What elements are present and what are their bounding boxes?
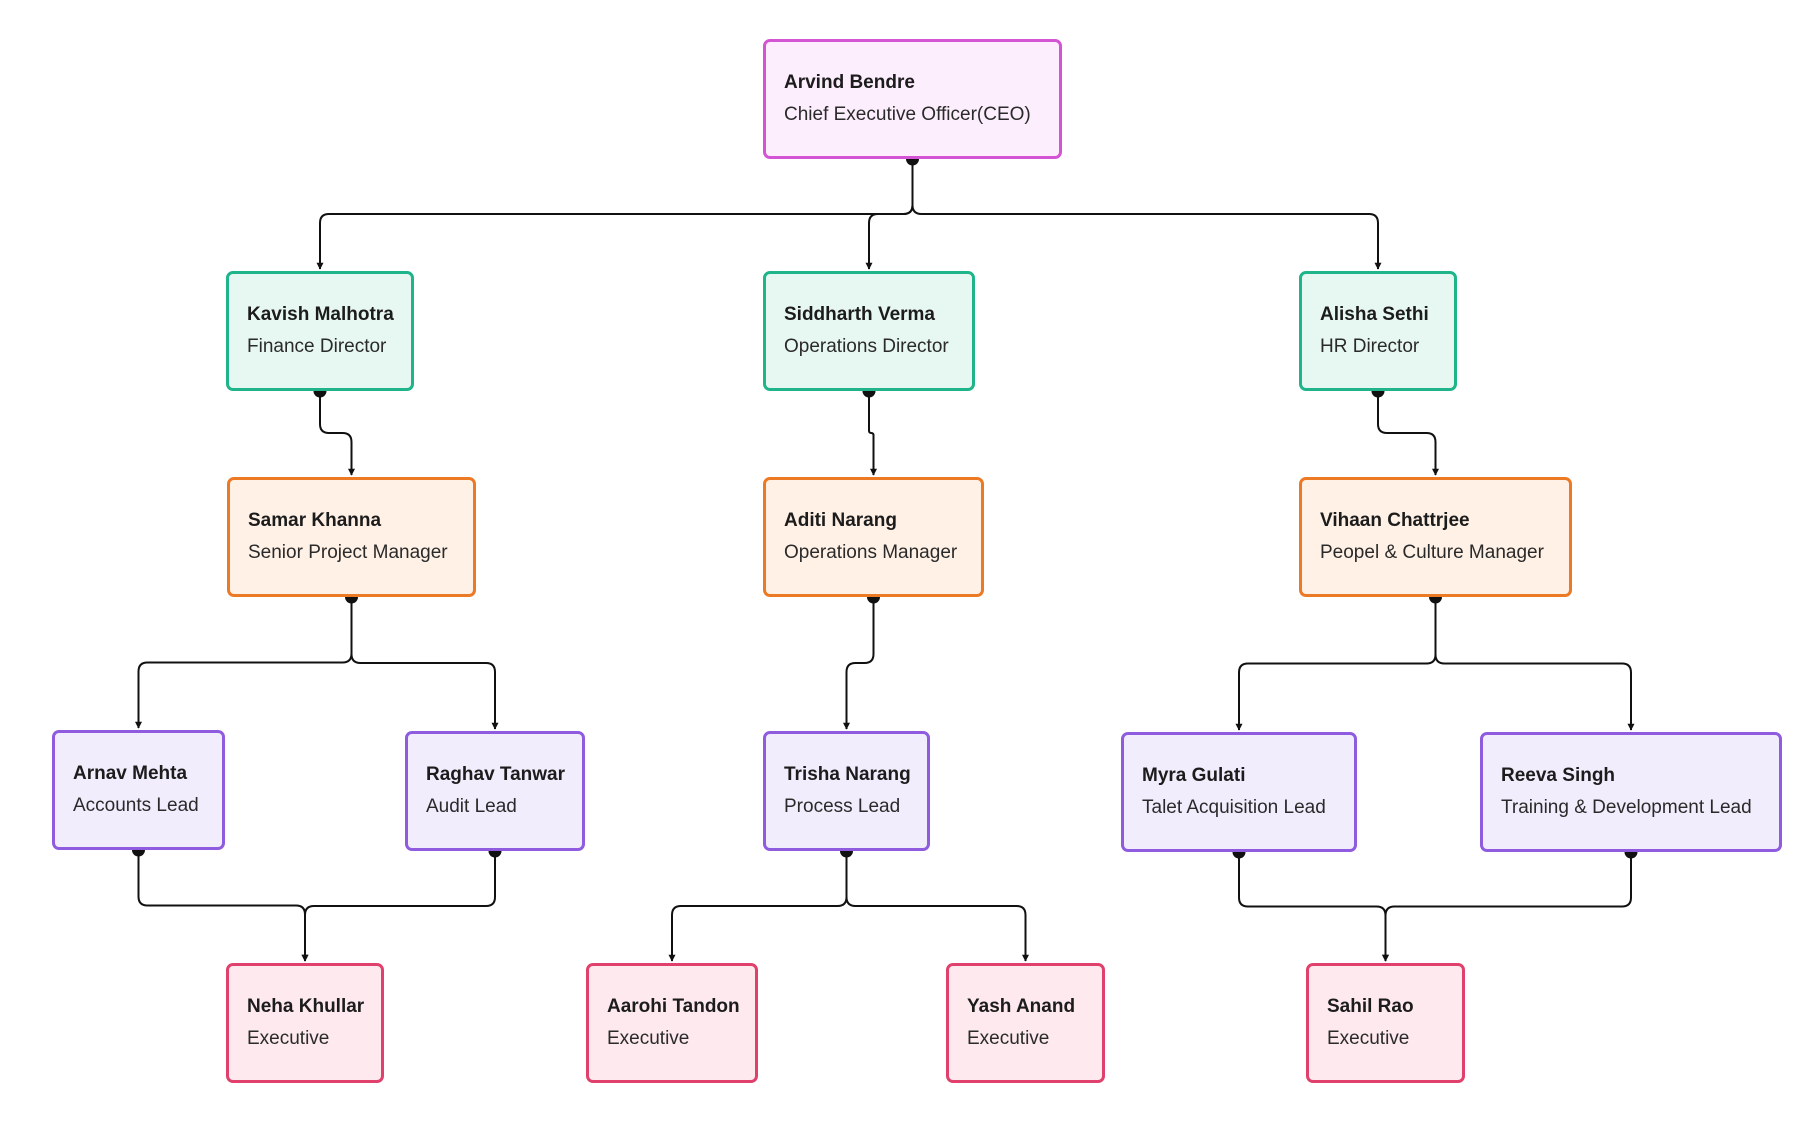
node-name: Neha Khullar [247,996,365,1017]
node-role: Executive [247,1028,330,1049]
node-name: Siddharth Verma [784,304,935,325]
connector-n10-n15 [845,851,1029,962]
org-node-training-development-lead[interactable]: Reeva Singh Training & Development Lead [1480,732,1782,852]
connector-n7-n11 [1235,597,1437,731]
node-name: Raghav Tanwar [426,764,566,785]
org-node-people-culture-manager[interactable]: Vihaan Chattrjee Peopel & Culture Manage… [1299,477,1572,597]
node-name: Reeva Singh [1501,765,1616,786]
org-node-hr-director[interactable]: Alisha Sethi HR Director [1299,271,1457,391]
org-node-finance-director[interactable]: Kavish Malhotra Finance Director [226,271,414,391]
node-role: Executive [1327,1028,1410,1049]
org-node-operations-manager[interactable]: Aditi Narang Operations Manager [763,477,984,597]
node-name: Myra Gulati [1142,765,1246,786]
org-node-executive-aarohi[interactable]: Aarohi Tandon Executive [586,963,758,1083]
connector-n11-n16 [1238,852,1389,962]
connector-n6-n10 [843,597,875,730]
connector-n7-n12 [1434,597,1635,731]
connector-n5-n9 [350,597,499,730]
connector-n3-n6 [868,391,877,476]
node-name: Arnav Mehta [73,763,188,784]
node-role: Talet Acquisition Lead [1142,797,1326,818]
org-node-senior-project-manager[interactable]: Samar Khanna Senior Project Manager [227,477,476,597]
org-node-process-lead[interactable]: Trisha Narang Process Lead [763,731,930,851]
connector-n10-n14 [668,851,848,962]
connector-n4-n7 [1377,391,1439,476]
node-name: Kavish Malhotra [247,304,394,325]
node-name: Vihaan Chattrjee [1320,510,1470,531]
node-role: Audit Lead [426,796,517,817]
connector-n12-n16 [1382,852,1632,962]
node-name: Aarohi Tandon [607,996,740,1017]
node-role: Operations Director [784,336,949,357]
connector-n1-n2 [316,159,914,270]
node-role: Executive [967,1028,1050,1049]
org-node-accounts-lead[interactable]: Arnav Mehta Accounts Lead [52,730,225,850]
connector-n1-n3 [865,159,914,270]
org-node-audit-lead[interactable]: Raghav Tanwar Audit Lead [405,731,585,851]
node-role: Operations Manager [784,542,958,563]
connector-n5-n8 [135,597,353,729]
node-name: Aditi Narang [784,510,897,531]
node-name: Samar Khanna [248,510,382,531]
node-role: Chief Executive Officer(CEO) [784,104,1031,125]
node-name: Trisha Narang [784,764,911,785]
node-role: Process Lead [784,796,901,817]
node-name: Sahil Rao [1327,996,1414,1017]
connector-n1-n4 [911,159,1382,270]
node-name: Arvind Bendre [784,72,915,93]
org-node-executive-yash[interactable]: Yash Anand Executive [946,963,1105,1083]
connector-n2-n5 [319,391,355,476]
node-role: Training & Development Lead [1501,797,1752,818]
org-node-executive-neha[interactable]: Neha Khullar Executive [226,963,384,1083]
org-node-ceo[interactable]: Arvind Bendre Chief Executive Officer(CE… [763,39,1062,159]
org-node-executive-sahil[interactable]: Sahil Rao Executive [1306,963,1465,1083]
node-role: Peopel & Culture Manager [1320,542,1544,563]
node-name: Alisha Sethi [1320,304,1429,325]
connector-n8-n13 [137,850,309,962]
node-role: HR Director [1320,336,1420,357]
org-node-talent-acquisition-lead[interactable]: Myra Gulati Talet Acquisition Lead [1121,732,1357,852]
node-role: Accounts Lead [73,795,199,816]
connector-n9-n13 [301,851,496,962]
node-name: Yash Anand [967,996,1076,1017]
node-role: Executive [607,1028,690,1049]
org-node-operations-director[interactable]: Siddharth Verma Operations Director [763,271,975,391]
node-role: Finance Director [247,336,387,357]
node-role: Senior Project Manager [248,542,448,563]
